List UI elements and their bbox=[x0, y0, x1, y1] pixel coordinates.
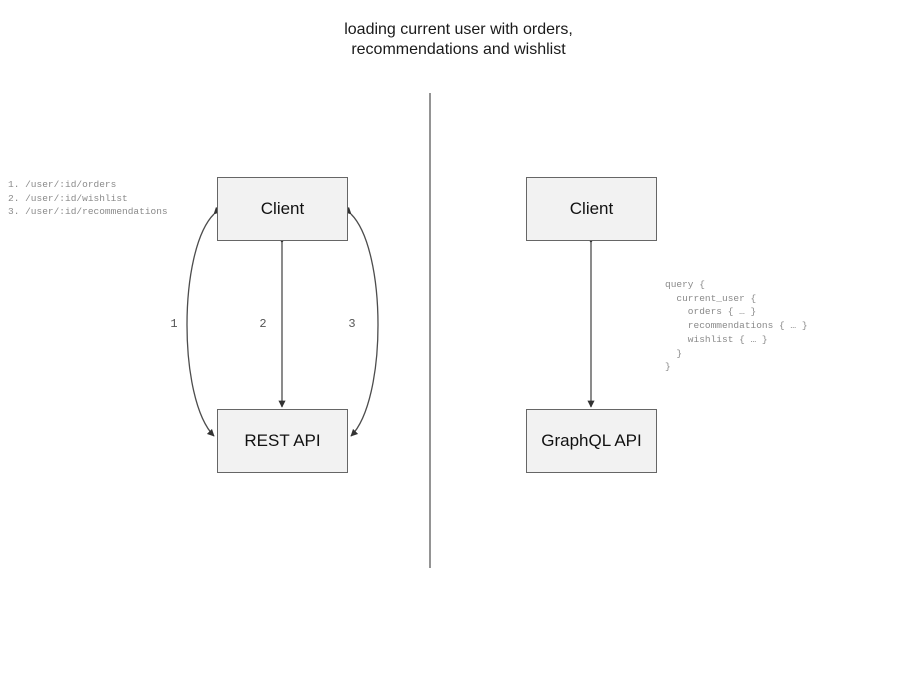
rest-edge-label-1: 1 bbox=[170, 317, 178, 331]
rest-edge-3-curve bbox=[343, 206, 379, 437]
node-client-graphql[interactable]: Client bbox=[526, 177, 657, 241]
rest-endpoint-list: 1. /user/:id/orders 2. /user/:id/wishlis… bbox=[8, 179, 168, 218]
node-client-rest[interactable]: Client bbox=[217, 177, 348, 241]
rest-edge-label-2: 2 bbox=[259, 317, 267, 331]
node-graphql-api[interactable]: GraphQL API bbox=[526, 409, 657, 473]
graphql-query-snippet: query { current_user { orders { … } reco… bbox=[665, 279, 808, 373]
rest-edge-1-curve bbox=[186, 206, 222, 437]
page-title: loading current user with orders, recomm… bbox=[344, 21, 573, 58]
rest-edge-label-3: 3 bbox=[348, 317, 356, 331]
node-rest-api[interactable]: REST API bbox=[217, 409, 348, 473]
